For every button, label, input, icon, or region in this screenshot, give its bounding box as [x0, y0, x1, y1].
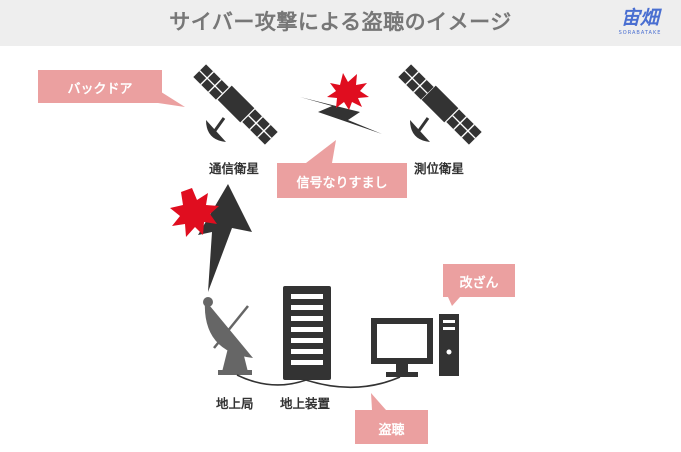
explosion-icon — [327, 73, 369, 110]
title-bar — [0, 0, 681, 46]
diagram-canvas — [38, 64, 515, 444]
callout-tampering — [443, 264, 515, 306]
callout-backdoor-label: バックドア — [67, 82, 133, 97]
page-title: サイバー攻撃による盗聴のイメージ — [169, 10, 512, 34]
explosion-icon-2 — [170, 188, 219, 237]
ground-equipment-server-icon — [283, 286, 331, 380]
cable-station-to-equipment — [236, 374, 307, 386]
callout-tampering-label: 改ざん — [459, 276, 499, 291]
ground-station-antenna-icon — [203, 297, 253, 375]
spoofing-lightning-icon — [300, 97, 382, 134]
callout-backdoor — [38, 70, 185, 107]
positioning-satellite-label: 測位衛星 — [414, 161, 465, 176]
logo-mark: 宙畑 — [620, 7, 659, 29]
comm-satellite-label: 通信衛星 — [209, 161, 260, 176]
ground-equipment-label: 地上装置 — [280, 396, 331, 411]
callout-spoofing — [277, 140, 407, 198]
logo: 宙畑 SORABATAKE — [612, 6, 668, 42]
computer-icon — [371, 314, 459, 377]
logo-subtitle: SORABATAKE — [618, 30, 662, 36]
ground-station-label: 地上局 — [216, 396, 254, 411]
callout-eavesdropping-label: 盗聴 — [378, 423, 405, 438]
positioning-satellite-icon — [398, 64, 482, 145]
comm-satellite-icon — [193, 64, 278, 145]
callout-eavesdropping — [355, 393, 428, 444]
cable-equipment-to-computer — [305, 376, 401, 389]
callout-spoofing-label: 信号なりすまし — [296, 176, 388, 191]
uplink-lightning-icon — [198, 184, 252, 292]
